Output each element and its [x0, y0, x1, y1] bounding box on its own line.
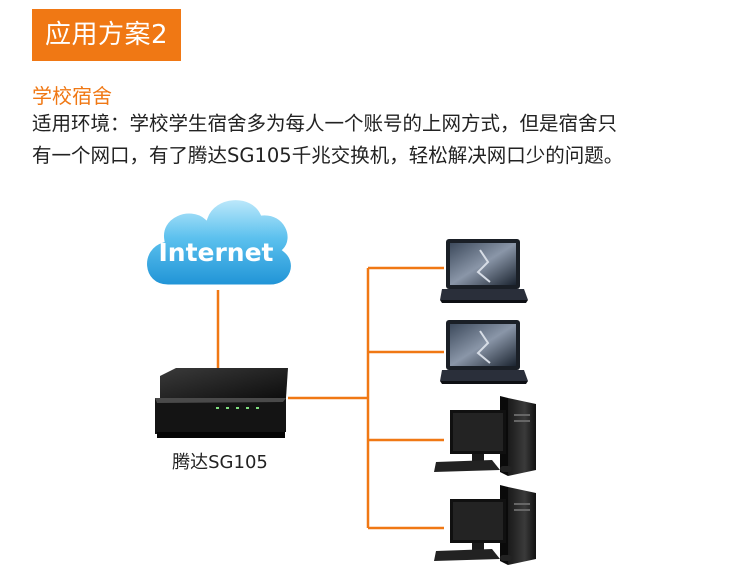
device-laptop-1 — [440, 239, 528, 303]
page-title: 应用方案2 — [32, 9, 181, 61]
device-laptop-2 — [440, 320, 528, 384]
device-desktop-2 — [434, 485, 536, 565]
laptop-icon — [440, 320, 528, 384]
cloud-label: Internet — [158, 238, 273, 267]
desktop-computer-icon — [434, 485, 536, 565]
switch-icon — [155, 368, 288, 438]
description-line-1: 适用环境：学校学生宿舍多为每人一个账号的上网方式，但是宿舍只 — [32, 112, 618, 135]
laptop-icon — [440, 239, 528, 303]
switch-label: 腾达SG105 — [172, 452, 268, 473]
internet-cloud-icon: Internet — [144, 197, 294, 288]
device-desktop-1 — [434, 396, 536, 476]
desktop-computer-icon — [434, 396, 536, 476]
description-line-2: 有一个网口，有了腾达SG105千兆交换机，轻松解决网口少的问题。 — [32, 144, 624, 167]
scenario-description: 适用环境：学校学生宿舍多为每人一个账号的上网方式，但是宿舍只 有一个网口，有了腾… — [32, 108, 732, 172]
scenario-heading: 学校宿舍 — [32, 84, 112, 108]
connection-lines — [216, 266, 444, 530]
